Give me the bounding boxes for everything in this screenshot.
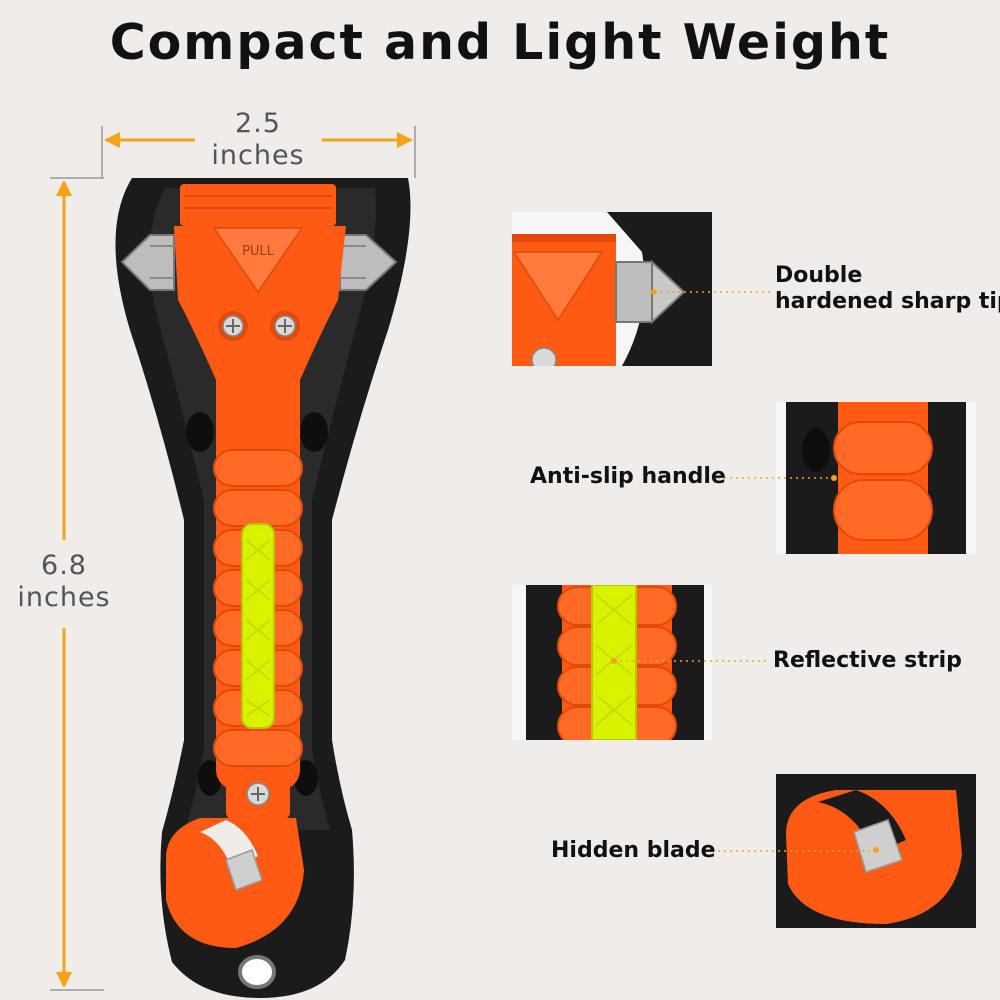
feature-label-blade: Hidden blade bbox=[551, 838, 716, 863]
feature-label-sharp-tip: Double hardened sharp tip bbox=[775, 263, 1000, 315]
sharp-tip-closeup bbox=[512, 212, 712, 366]
reflective-closeup bbox=[512, 585, 712, 740]
pull-text: PULL bbox=[242, 244, 275, 259]
detail-panel-sharp-tip bbox=[512, 212, 712, 366]
feature-line: Double bbox=[775, 263, 863, 288]
page-title: Compact and Light Weight bbox=[109, 14, 891, 71]
width-value: 2.5 bbox=[235, 108, 281, 139]
width-unit: inches bbox=[211, 140, 305, 171]
blade-closeup bbox=[776, 774, 976, 928]
height-dimension-label: 6.8 inches bbox=[4, 550, 124, 614]
detail-panel-reflective bbox=[512, 585, 712, 740]
feature-label-handle: Anti-slip handle bbox=[530, 464, 726, 489]
feature-label-reflective: Reflective strip bbox=[773, 648, 962, 673]
handle-closeup bbox=[776, 402, 976, 554]
feature-line: hardened sharp tip bbox=[775, 289, 1000, 314]
height-arrow bbox=[50, 177, 104, 991]
width-dimension-label: 2.5 inches bbox=[198, 108, 318, 172]
height-value: 6.8 bbox=[41, 550, 87, 581]
width-arrow bbox=[101, 126, 416, 178]
anti-slip-grip bbox=[213, 440, 303, 820]
blade-hook bbox=[166, 818, 304, 948]
orange-frame bbox=[174, 184, 346, 460]
height-unit: inches bbox=[17, 582, 111, 613]
steel-tips bbox=[120, 234, 398, 291]
